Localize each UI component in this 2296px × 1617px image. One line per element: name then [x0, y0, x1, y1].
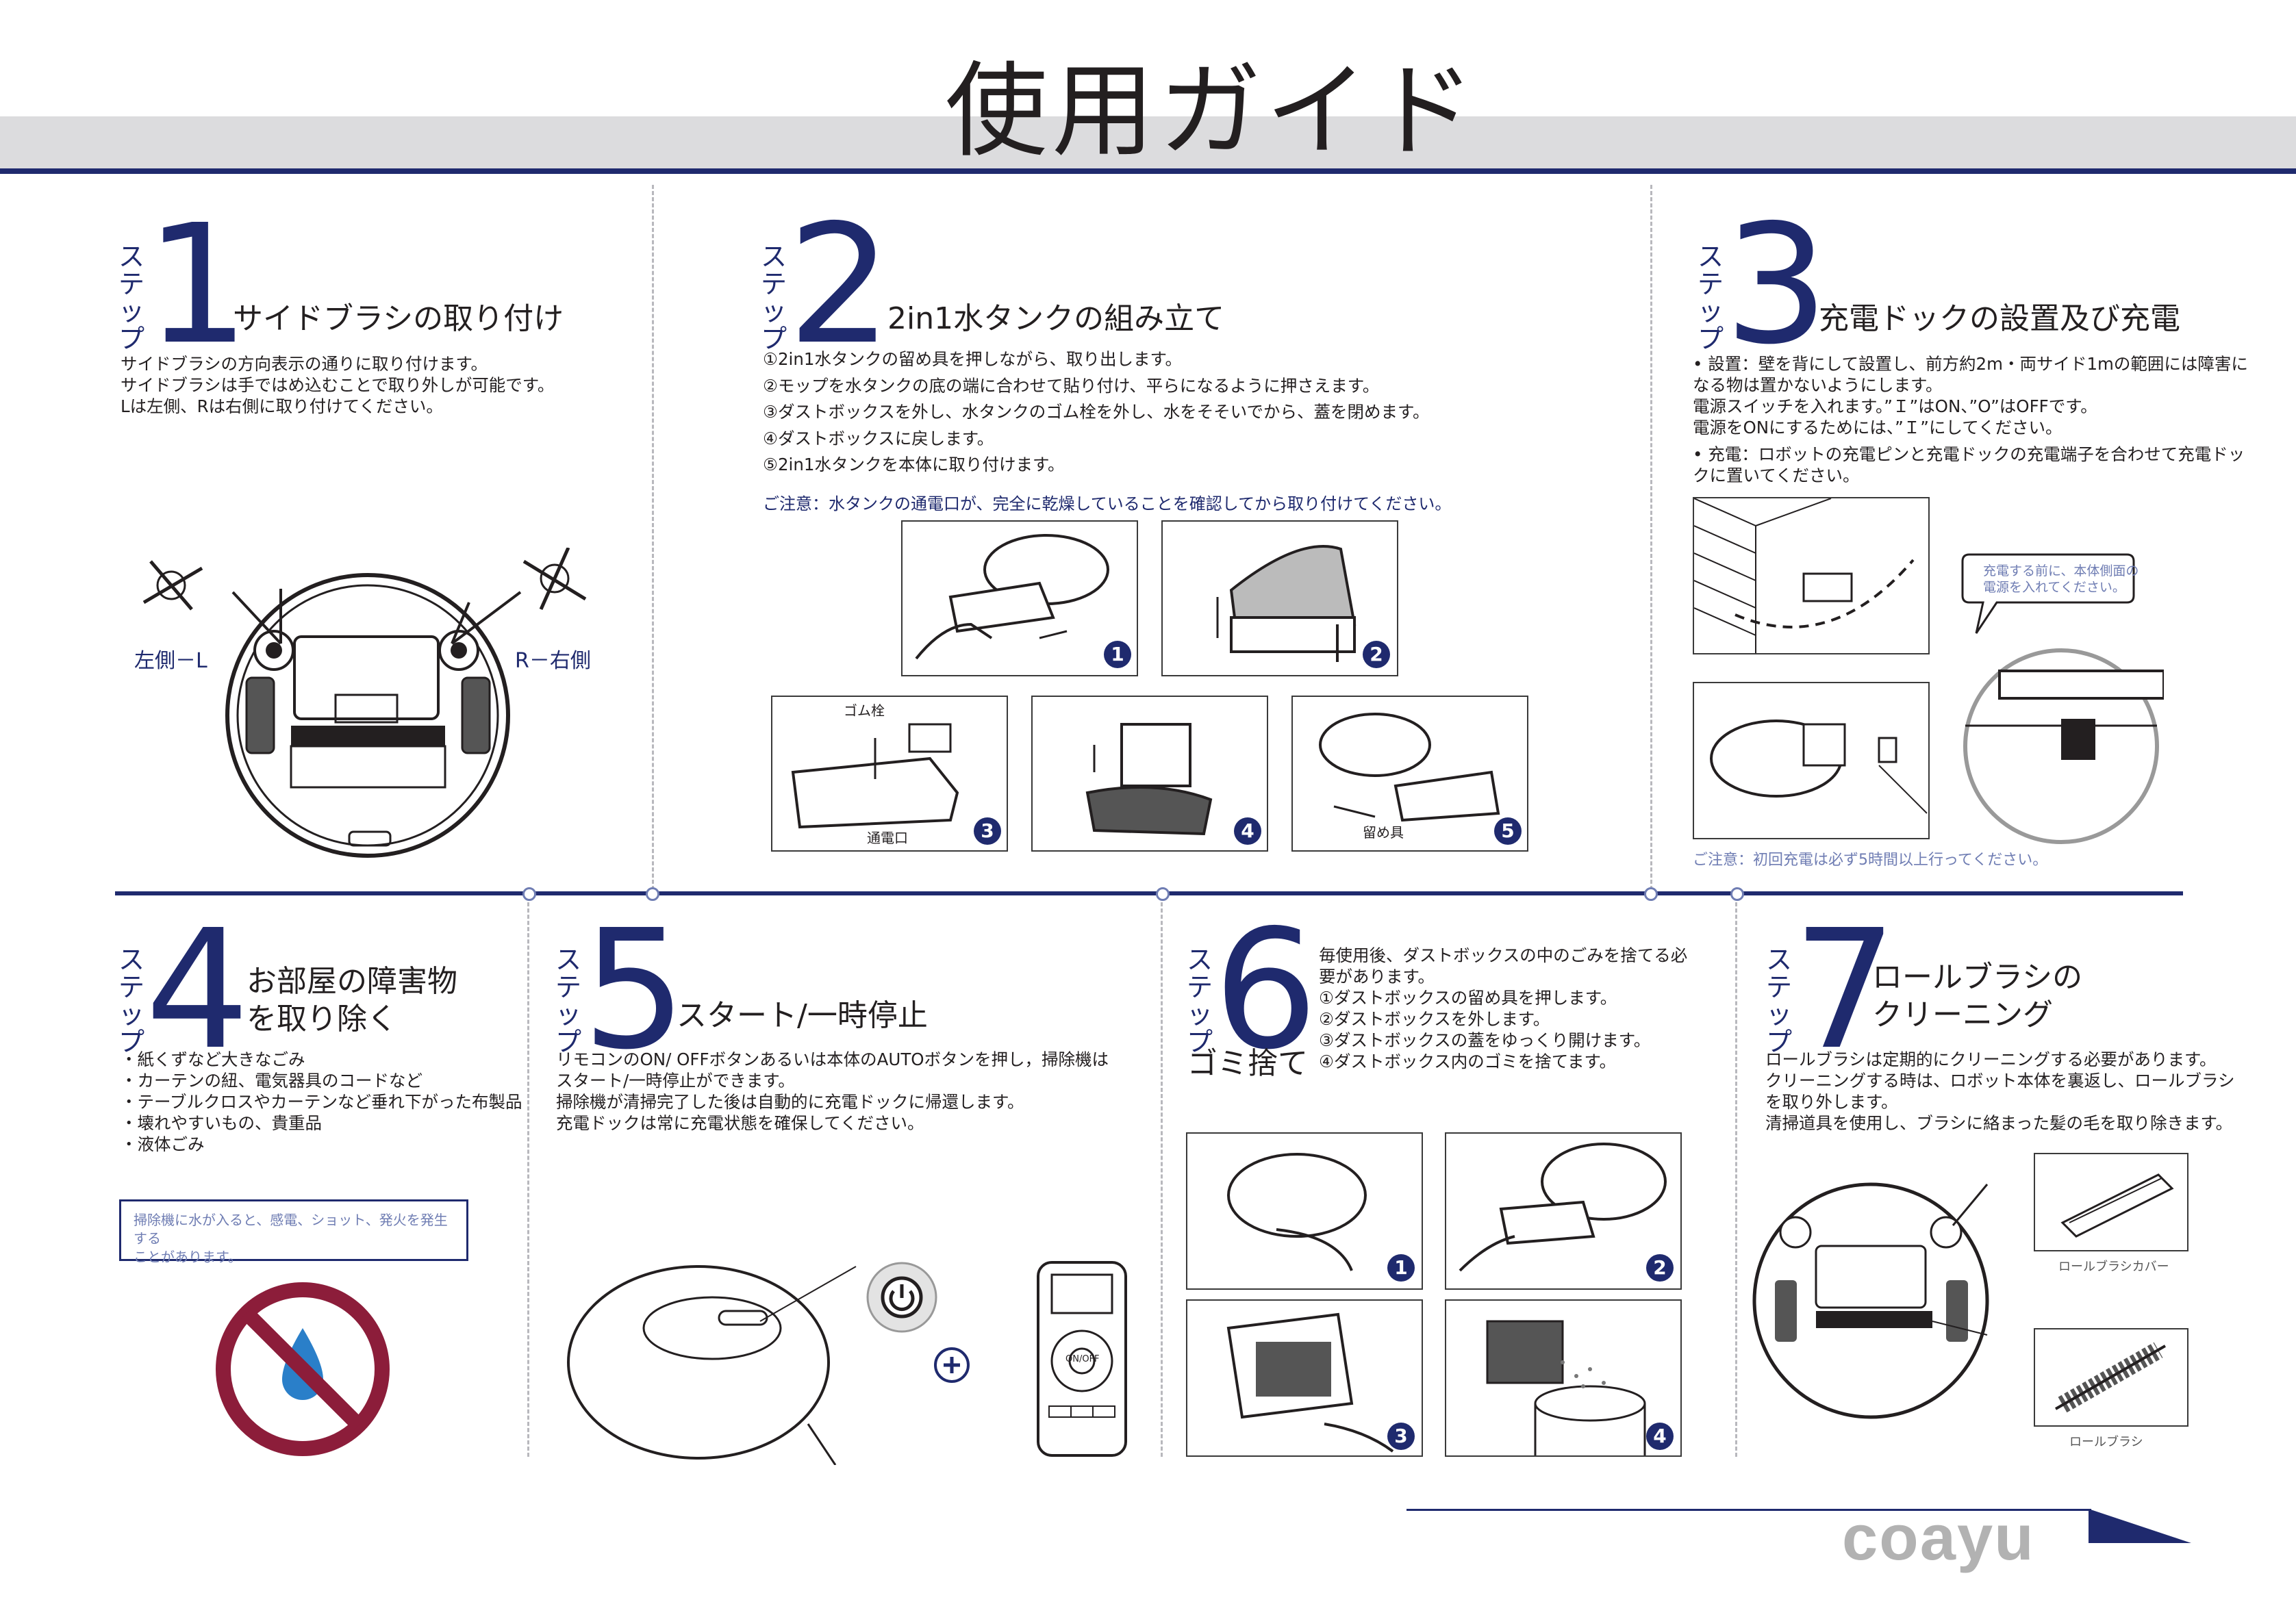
illustration-box — [901, 520, 1138, 676]
speech-bubble — [1961, 553, 2135, 634]
plus-icon — [934, 1347, 970, 1383]
robot-underside-illustration — [142, 548, 587, 858]
step-badge: 3 — [974, 817, 1001, 845]
label-power-port: 通電口 — [867, 830, 908, 846]
title-bar — [0, 116, 2296, 168]
remote-control-illustration — [1037, 1261, 1127, 1457]
illustration-box — [1161, 520, 1398, 676]
step-kana: ステップ — [1765, 945, 1792, 1057]
step-title: 2in1水タンクの組み立て — [887, 301, 1225, 336]
step-note: ご注意：水タンクの通電口が、完全に乾燥していることを確認してから取り付けてくださ… — [763, 494, 1452, 513]
power-button-icon — [866, 1262, 937, 1333]
step-kana: ステップ — [1186, 945, 1213, 1057]
step-title: サイドブラシの取り付け — [233, 301, 564, 336]
step-badge: 1 — [1104, 641, 1131, 668]
step-body: ①2in1水タンクの留め具を押しながら、取り出します。②モップを水タンクの底の端… — [763, 349, 1430, 474]
divider-dot — [1156, 887, 1170, 901]
divider-vertical — [1735, 902, 1737, 1457]
zoom-detail-circle — [1963, 648, 2164, 844]
step-title: 充電ドックの設置及び充電 — [1819, 301, 2180, 336]
illustration-box — [2034, 1328, 2188, 1427]
step-body: サイドブラシの方向表示の通りに取り付けます。サイドブラシは手ではめ込むことで取り… — [121, 354, 555, 416]
no-water-icon — [216, 1282, 390, 1456]
step-badge: 2 — [1363, 641, 1390, 668]
divider-vertical — [1650, 185, 1652, 890]
remote-on-off-label: ON/OFF — [1065, 1354, 1100, 1364]
illustration-box — [1693, 497, 1930, 654]
robot-top-illustration — [567, 1265, 857, 1465]
section-divider — [115, 891, 2183, 895]
step-title: ロールブラシのクリーニング — [1872, 960, 2083, 1032]
label-clip: 留め具 — [1363, 824, 1404, 841]
illustration-box — [771, 696, 1008, 852]
step-badge: 2 — [1646, 1254, 1674, 1282]
arrow-icon — [2089, 1509, 2191, 1543]
divider-vertical — [527, 902, 529, 1457]
brand-logo: coayu — [1842, 1501, 2035, 1573]
step-kana: ステップ — [118, 242, 144, 354]
step-badge: 3 — [1387, 1423, 1415, 1450]
step-number: 4 — [145, 894, 250, 1086]
step-body: リモコンのON/ OFFボタンあるいは本体のAUTOボタンを押し，掃除機はスター… — [556, 1049, 1109, 1133]
step-kana: ステップ — [555, 945, 581, 1057]
divider-vertical — [652, 185, 654, 890]
step-body: • 設置：壁を背にして設置し、前方約2m・両サイド1mの範囲には障害になる物は置… — [1693, 354, 2248, 485]
step-badge: 4 — [1234, 817, 1261, 845]
label-rubber-plug: ゴム栓 — [844, 702, 885, 719]
step-kana: ステップ — [1697, 242, 1724, 354]
illustration-box — [1186, 1299, 1423, 1457]
label-roll-brush-cover: ロールブラシカバー — [2058, 1260, 2169, 1274]
illustration-box — [1693, 682, 1930, 839]
label-right-side: R－右側 — [515, 649, 591, 673]
step-kana: ステップ — [118, 945, 144, 1057]
divider-dot — [1644, 887, 1658, 901]
divider-dot — [646, 887, 659, 901]
page-title: 使用ガイド — [945, 52, 1480, 171]
step-body: 毎使用後、ダストボックスの中のごみを捨てる必要があります。①ダストボックスの留め… — [1319, 945, 1688, 1071]
illustration-box — [1291, 696, 1528, 852]
illustration-box — [2034, 1153, 2188, 1251]
step-title: ゴミ捨て — [1187, 1046, 1308, 1081]
illustration-box — [1031, 696, 1268, 852]
footer-line — [1406, 1509, 2091, 1511]
step-badge: 1 — [1387, 1254, 1415, 1282]
label-left-side: 左側－L — [134, 649, 207, 673]
step-title: お部屋の障害物を取り除く — [247, 964, 457, 1036]
warning-box: 掃除機に水が入ると、感電、ショット、発火を発生することがあります。 — [119, 1199, 468, 1265]
title-underline — [0, 168, 2296, 174]
step-number: 6 — [1213, 894, 1318, 1086]
step-note: ご注意：初回充電は必ず5時間以上行ってください。 — [1693, 852, 2048, 869]
step-number: 3 — [1724, 189, 1829, 381]
step-number: 5 — [582, 894, 687, 1086]
illustration-box — [1445, 1299, 1682, 1457]
divider-vertical — [1161, 902, 1163, 1457]
illustration-box — [1445, 1132, 1682, 1290]
step-body: ・紙くずなど大きなごみ・カーテンの紐、電気器具のコードなど・テーブルクロスやカー… — [121, 1049, 522, 1154]
step-number: 7 — [1793, 894, 1897, 1086]
step-badge: 5 — [1494, 817, 1522, 845]
divider-dot — [522, 887, 536, 901]
step-number: 2 — [787, 189, 892, 381]
bubble-text: 充電する前に、本体側面の電源を入れてください。 — [1983, 563, 2139, 595]
step-kana: ステップ — [760, 242, 787, 354]
step-number: 1 — [145, 189, 250, 381]
step-title: スタート/一時停止 — [677, 998, 928, 1033]
robot-underside-illustration — [1752, 1182, 1989, 1419]
step-body: ロールブラシは定期的にクリーニングする必要があります。クリーニングする時は、ロボ… — [1765, 1049, 2235, 1133]
step-badge: 4 — [1646, 1423, 1674, 1450]
divider-dot — [1730, 887, 1744, 901]
illustration-box — [1186, 1132, 1423, 1290]
label-roll-brush: ロールブラシ — [2069, 1435, 2143, 1449]
